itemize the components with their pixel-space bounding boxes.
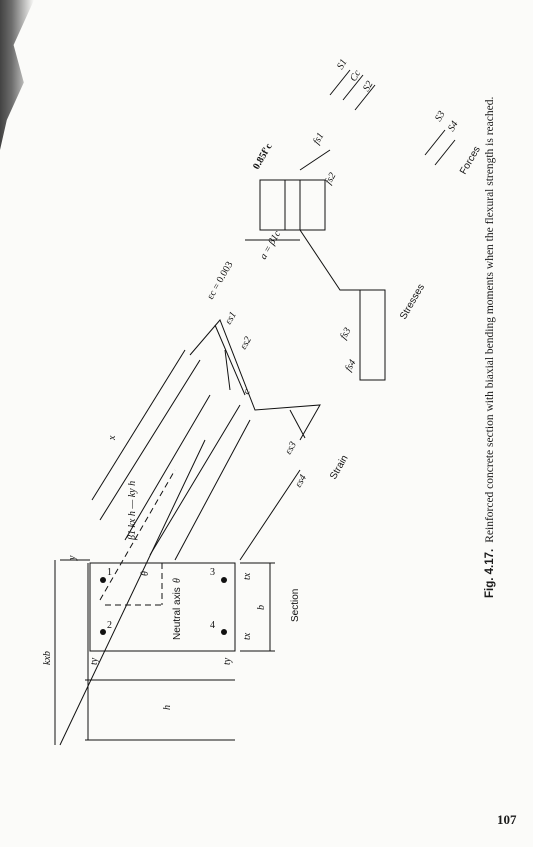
ty-label-1: ty — [89, 657, 100, 665]
es1-label: εs1 — [223, 310, 239, 327]
figure-caption: Fig. 4.17. Reinforced concrete section wi… — [484, 97, 496, 598]
page-number: 107 — [497, 812, 517, 827]
fs4-label: fs4 — [343, 358, 358, 374]
bar-1-label: 1 — [107, 567, 112, 578]
cc-label: Cc — [348, 68, 363, 84]
tx-label-2: tx — [242, 632, 253, 640]
bar-4-label: 4 — [210, 620, 215, 631]
s3-label: S3 — [433, 109, 448, 123]
caption-number: Fig. 4.17. — [484, 548, 496, 598]
stress-block-label: 0.85f′c — [251, 141, 275, 171]
stresses-label: Stresses — [398, 282, 427, 321]
x-label: x — [107, 435, 118, 441]
ec-label: εc = 0.003 — [205, 260, 235, 302]
fs3-label: fs3 — [338, 326, 353, 342]
es2-label: εs2 — [238, 335, 254, 352]
neutral-axis-label: Neutral axis — [172, 587, 183, 640]
neutral-axis-line — [59, 439, 206, 746]
s1-label: S1 — [335, 57, 350, 71]
bar-2-label: 2 — [107, 620, 112, 631]
es3-label: εs3 — [283, 440, 299, 457]
h-label: h — [162, 705, 173, 710]
c-label: c — [241, 387, 253, 397]
kxb-label: kxb — [42, 651, 53, 665]
strain-label: Strain — [328, 453, 351, 481]
caption-text: Reinforced concrete section with biaxial… — [484, 96, 496, 543]
fs1-label: fs1 — [311, 131, 326, 147]
forces-label: Forces — [458, 145, 483, 177]
ty-label-2: ty — [222, 657, 233, 665]
section-label: Section — [290, 589, 301, 622]
kxh-label: β1 kx h — ky h — [127, 481, 138, 541]
b-label: b — [256, 605, 267, 610]
bar-3-label: 3 — [210, 567, 215, 578]
strain-diagram — [189, 319, 321, 441]
y-label: y — [67, 555, 78, 561]
s4-label: S4 — [446, 119, 461, 133]
a-label: a = β1c — [258, 229, 283, 262]
theta-label-1: θ — [140, 571, 151, 576]
s2-label: S2 — [361, 79, 376, 93]
stress-diagram — [260, 229, 386, 381]
fs2-label: fs2 — [323, 171, 338, 187]
es4-label: εs4 — [293, 473, 309, 490]
tx-label-1: tx — [242, 572, 253, 580]
theta-label-2: θ — [172, 578, 183, 583]
